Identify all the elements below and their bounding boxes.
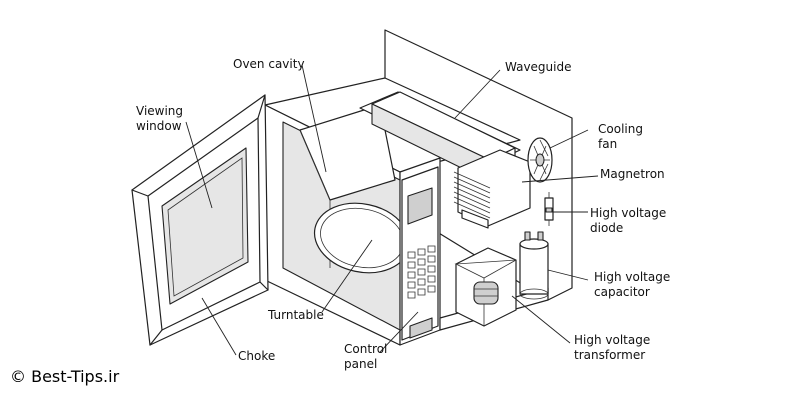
label-hv-diode-line1: High voltage (590, 206, 667, 220)
label-oven-cavity: Oven cavity (233, 57, 305, 71)
label-hv-capacitor: High voltage capacitor (594, 270, 670, 300)
magnetron-fins (454, 172, 490, 218)
magnetron-base (462, 210, 488, 228)
label-cooling-fan-line1: Cooling (598, 122, 643, 136)
label-hv-capacitor-line1: High voltage (594, 270, 671, 284)
door-window-inset (168, 158, 243, 296)
label-waveguide: Waveguide (505, 60, 572, 74)
hv-capacitor (520, 232, 548, 299)
control-display (408, 188, 432, 224)
door-viewing-window (162, 148, 248, 304)
label-hv-diode-line2: diode (590, 221, 624, 235)
hv-diode (545, 192, 553, 226)
label-hv-transformer-line2: transformer (574, 348, 646, 362)
label-hv-diode: High voltage diode (590, 206, 666, 236)
cooling-fan (528, 138, 552, 182)
label-hv-capacitor-line2: capacitor (594, 285, 650, 299)
label-control-panel: Control panel (344, 342, 387, 372)
keypad (408, 246, 435, 298)
door-release-button (410, 318, 432, 338)
label-hv-transformer-line1: High voltage (574, 333, 651, 347)
label-turntable: Turntable (268, 308, 324, 322)
door-choke-edges (132, 95, 268, 345)
label-cooling-fan-line2: fan (598, 137, 618, 151)
label-control-panel-line2: panel (344, 357, 378, 371)
hv-transformer (456, 248, 516, 326)
copyright-text: © Best-Tips.ir (10, 367, 120, 386)
label-control-panel-line1: Control (344, 342, 388, 356)
label-cooling-fan: Cooling fan (598, 122, 643, 152)
label-magnetron: Magnetron (600, 167, 665, 181)
leader-lines (186, 65, 598, 355)
label-hv-transformer: High voltage transformer (574, 333, 650, 363)
label-viewing-window: Viewing window (136, 104, 183, 134)
label-viewing-window-line2: window (136, 119, 182, 133)
label-choke: Choke (238, 349, 276, 363)
label-viewing-window-line1: Viewing (136, 104, 184, 118)
